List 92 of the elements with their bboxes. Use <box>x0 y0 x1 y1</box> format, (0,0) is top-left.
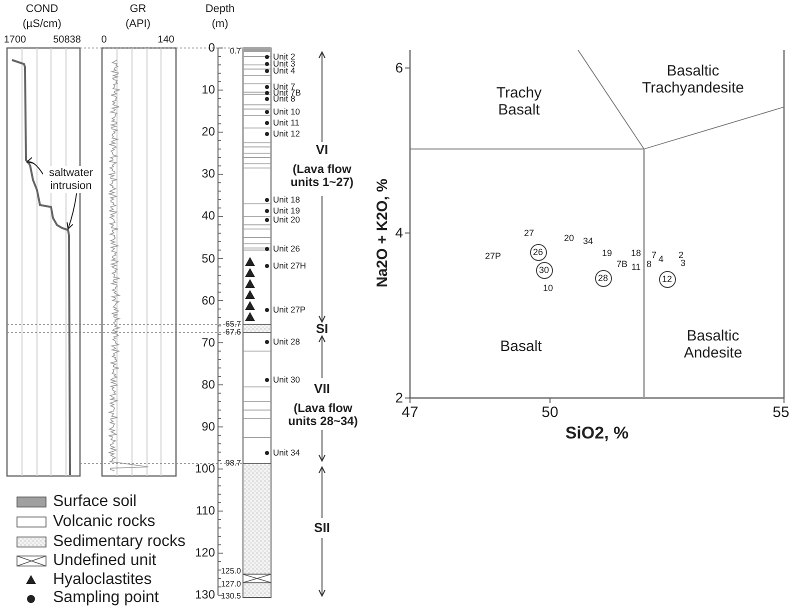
track-title: GR <box>130 2 146 16</box>
sample-point-label: 27P <box>485 252 501 262</box>
legend-label: Surface soil <box>53 493 137 511</box>
depth-tick-label: 60 <box>202 294 215 308</box>
sample-unit-label: Unit 20 <box>273 215 300 225</box>
depth-tick-label: 10 <box>202 84 215 97</box>
field-name: Trachy Basalt <box>495 86 543 118</box>
depth-tick-label: 120 <box>194 546 215 560</box>
unit-name-label: SI <box>316 322 328 336</box>
depth-value-label: 125.0 <box>220 568 241 577</box>
sample-unit-label: Unit 4 <box>273 66 296 76</box>
sample-unit-label: Unit 10 <box>273 107 300 117</box>
sample-point-label: 18 <box>631 249 641 259</box>
sample-unit-label: Unit 19 <box>273 206 300 216</box>
axis-title: Depth <box>205 2 235 16</box>
axis-tick-label: 6 <box>395 60 403 76</box>
sample-point-label: 4 <box>658 255 664 265</box>
axis-tick-label: 2 <box>395 390 403 406</box>
field-name: Basaltic Trachyandesite <box>641 64 745 96</box>
conductivity-curve-segment <box>12 59 31 166</box>
sample-point-label: 7 <box>652 251 656 261</box>
depth-tick-label: 30 <box>202 168 215 181</box>
depth-tick-label: 80 <box>202 378 215 392</box>
legend-label: Hyaloclastites <box>53 571 152 589</box>
sample-point-label: 8 <box>646 260 652 270</box>
sample-point-label: 34 <box>583 237 593 247</box>
unit-name-label: SII <box>314 520 330 536</box>
depth-tick-label: 130 <box>194 588 215 602</box>
field-name: Basaltic Andesite <box>682 328 744 362</box>
axis-tick-label: 1700 <box>4 34 26 46</box>
depth-tick-label: 70 <box>202 336 215 350</box>
circled-sample-label: 12 <box>658 270 676 288</box>
depth-value-label: 98.7 <box>225 459 241 468</box>
axis-tick-label: 0 <box>101 34 107 46</box>
axis-tick-label: 55 <box>772 404 790 422</box>
axis-title: SiO2, % <box>565 424 629 444</box>
depth-tick-label: 0 <box>208 41 215 55</box>
depth-value-label: 0.7 <box>230 48 241 56</box>
depth-tick-label: 20 <box>202 126 215 139</box>
sample-unit-label: Unit 28 <box>273 337 300 347</box>
circled-sample-label: 26 <box>530 244 546 260</box>
sample-point-label: 2 <box>678 251 684 260</box>
sample-unit-label: Unit 12 <box>273 129 300 139</box>
sample-unit-label: Unit 26 <box>273 244 300 254</box>
depth-tick-label: 90 <box>202 420 215 434</box>
axis-tick-label: 140 <box>158 34 174 46</box>
sample-unit-label: Unit 8 <box>273 94 296 104</box>
depth-value-label: 67.6 <box>225 328 241 337</box>
sample-point-label: 10 <box>543 284 553 294</box>
axis-tick-label: 50 <box>542 404 558 422</box>
legend-label: Undefined unit <box>53 552 156 570</box>
sample-point-label: 27 <box>524 229 534 239</box>
depth-tick-label: 50 <box>202 252 215 266</box>
depth-tick-label: 110 <box>196 504 215 518</box>
sample-unit-label: Unit 2 <box>273 52 296 62</box>
field-name: Basalt <box>500 338 542 356</box>
sample-unit-label: Unit 3 <box>273 59 296 68</box>
axis-tick-label: 50838 <box>53 34 81 46</box>
circled-sample-label: 30 <box>536 262 552 278</box>
sample-unit-label: Unit 27H <box>273 261 306 271</box>
axis-tick-label: 47 <box>402 404 418 422</box>
sample-point-label: 19 <box>602 249 612 259</box>
sample-point-label: 20 <box>564 234 574 244</box>
axis-tick-label: 4 <box>395 225 403 241</box>
sample-unit-label: Unit 11 <box>273 118 300 128</box>
unit-name-label: VII <box>314 382 330 396</box>
sample-point-label: 3 <box>680 259 686 269</box>
leader-arrow <box>26 157 44 175</box>
circled-sample-label: 28 <box>594 270 612 286</box>
unit-label: (API) <box>125 18 151 30</box>
depth-tick-label: 40 <box>202 210 215 223</box>
depth-value-label: 65.7 <box>225 320 241 328</box>
sample-point-label: 7B <box>616 260 628 270</box>
legend-label: Volcanic rocks <box>53 513 156 531</box>
sample-point-label: 11 <box>631 263 641 273</box>
depth-tick-label: 100 <box>194 462 215 476</box>
depth-value-label: 130.5 <box>220 593 241 602</box>
sample-unit-label: Unit 30 <box>273 375 300 385</box>
axis-title: Na2O + K2O, % <box>374 178 392 288</box>
sample-unit-label: Unit 27P <box>273 305 306 315</box>
leader-arrow <box>66 192 78 230</box>
unit-description: (Lava flow units 28~34) <box>287 402 359 428</box>
unit-name-label: VI <box>316 142 328 158</box>
sample-unit-label: Unit 18 <box>273 195 300 205</box>
unit-label: (µS/cm) <box>22 18 62 30</box>
sample-unit-label: Unit 34 <box>273 448 300 458</box>
depth-value-label: 127.0 <box>220 580 241 590</box>
legend-label: Sedimentary rocks <box>53 533 186 551</box>
legend-label: Sampling point <box>53 589 159 607</box>
track-title: COND <box>26 2 58 16</box>
unit-description: (Lava flow units 1~27) <box>289 162 355 190</box>
unit-label: (m) <box>212 18 228 30</box>
